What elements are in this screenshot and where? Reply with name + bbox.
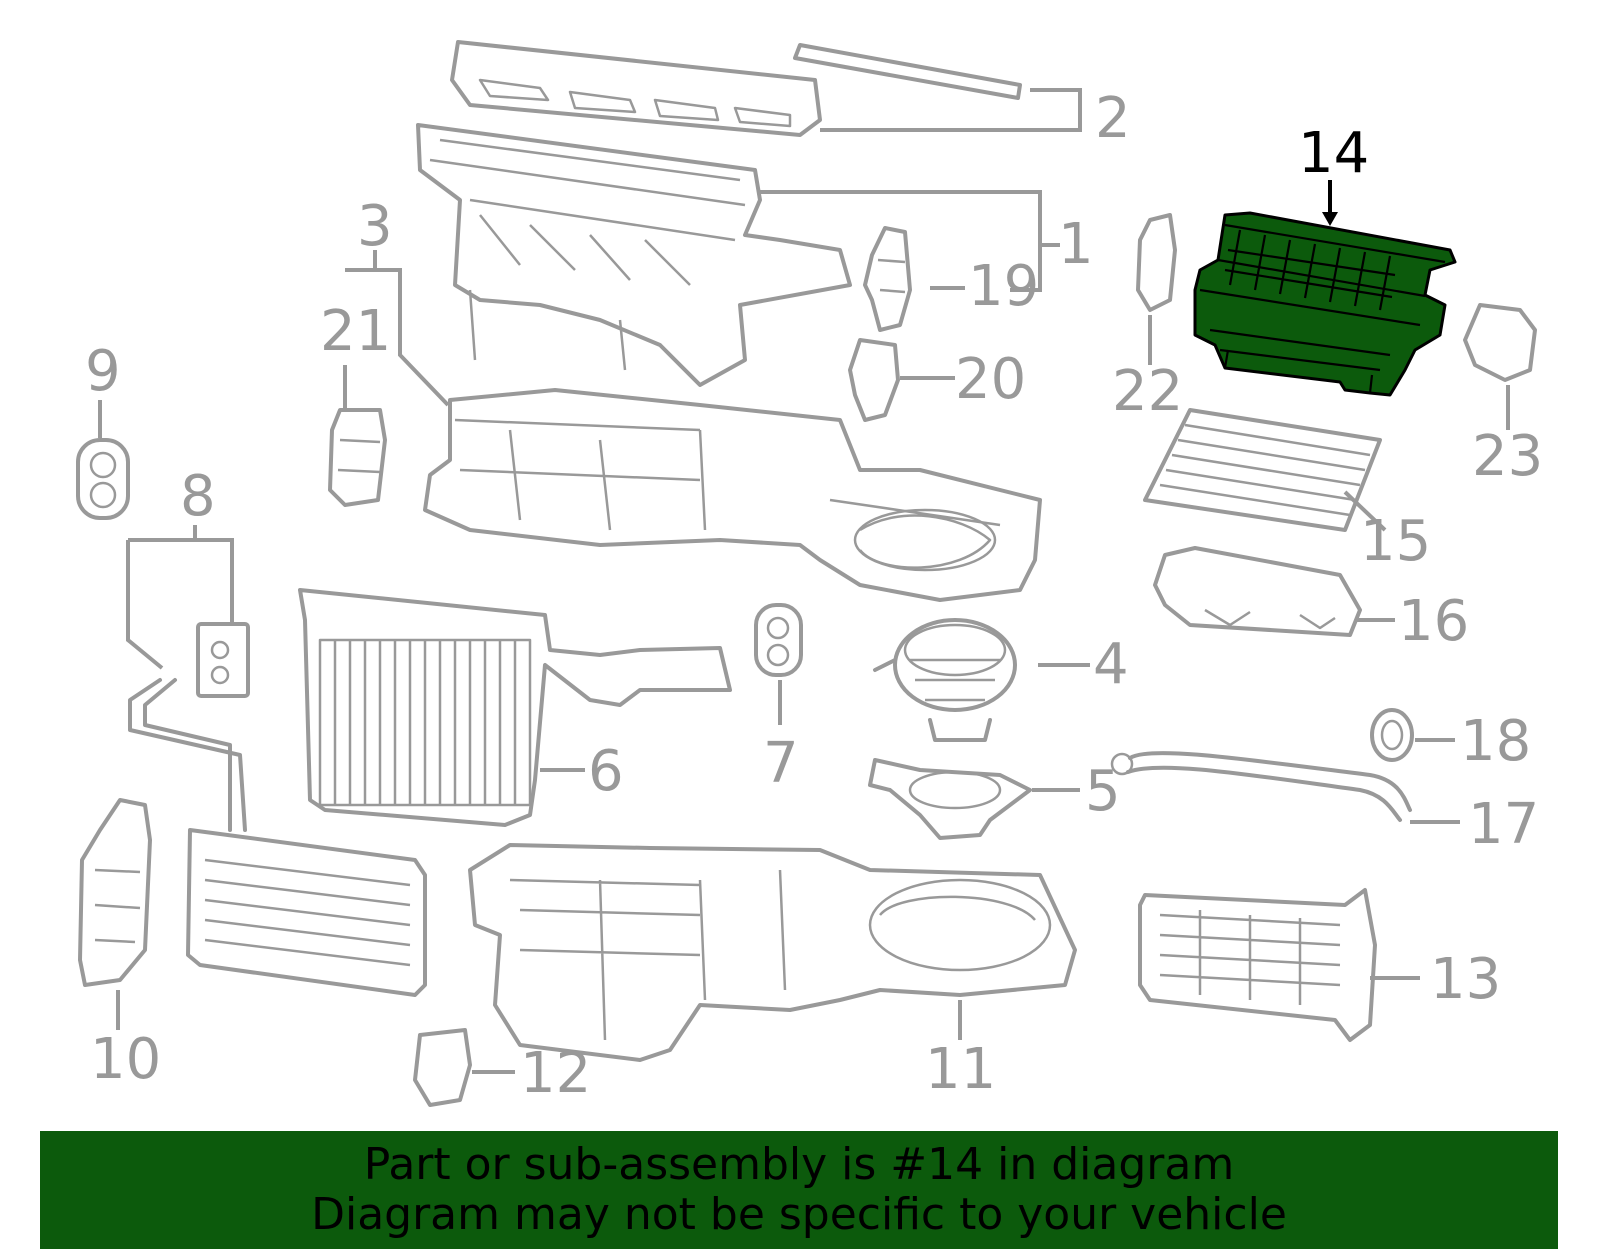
callout-22: 22 <box>1112 359 1183 424</box>
callout-8: 8 <box>180 464 216 529</box>
callout-11: 11 <box>925 1037 996 1102</box>
callout-7: 7 <box>763 731 799 796</box>
part-20-actuator <box>848 338 900 422</box>
callout-16: 16 <box>1398 589 1469 654</box>
part-10-bracket <box>78 798 152 987</box>
part-1-upper-housing <box>416 123 852 387</box>
info-banner: Part or sub-assembly is #14 in diagram D… <box>40 1131 1558 1249</box>
part-9-grommet <box>76 438 130 520</box>
callout-3: 3 <box>357 194 393 259</box>
part-13-ptc-heater <box>1138 888 1377 1042</box>
part-4-blower-motor <box>873 618 1017 742</box>
part-12-resistor <box>413 1028 472 1107</box>
part-8-seal <box>128 622 250 832</box>
part-6-evaporator <box>298 588 732 827</box>
banner-line-1: Part or sub-assembly is #14 in diagram <box>363 1139 1235 1190</box>
leader-lines <box>98 88 1510 1074</box>
callout-9: 9 <box>85 339 121 404</box>
callout-labels: 1 2 3 4 5 6 7 8 9 10 11 12 13 14 15 16 1… <box>85 86 1543 1106</box>
callout-13: 13 <box>1430 947 1501 1012</box>
part-17-drain-hose <box>1110 751 1412 822</box>
part-5-blower-housing <box>868 758 1032 840</box>
callout-21: 21 <box>320 299 391 364</box>
callout-18: 18 <box>1460 709 1531 774</box>
part-18-grommet <box>1370 708 1414 762</box>
banner-line-2: Diagram may not be specific to your vehi… <box>311 1189 1287 1240</box>
callout-5: 5 <box>1085 759 1121 824</box>
callout-1: 1 <box>1058 212 1094 277</box>
callout-19: 19 <box>968 254 1039 319</box>
part-21-actuator <box>328 408 387 507</box>
part-19-actuator <box>863 226 912 332</box>
callout-12: 12 <box>520 1041 591 1106</box>
part-14-intake-housing <box>1193 211 1457 397</box>
part-7-grommet <box>754 603 803 677</box>
callout-2: 2 <box>1095 86 1131 151</box>
callout-6: 6 <box>588 739 624 804</box>
callout-23: 23 <box>1472 424 1543 489</box>
callout-15: 15 <box>1360 509 1431 574</box>
callout-4: 4 <box>1093 632 1129 697</box>
part-11-base-housing <box>468 843 1077 1062</box>
part-3-lower-housing <box>423 388 1042 602</box>
part-2-duct-cover <box>450 40 1022 137</box>
part-15-cabin-filter <box>1143 408 1382 532</box>
part-22-actuator <box>1136 213 1177 312</box>
part-heater-core <box>186 828 427 997</box>
callout-10: 10 <box>90 1027 161 1092</box>
callout-14: 14 <box>1298 121 1369 186</box>
part-16-filter-door <box>1153 546 1362 637</box>
callout-20: 20 <box>955 347 1026 412</box>
part-23-actuator <box>1463 303 1537 382</box>
callout-17: 17 <box>1468 792 1539 857</box>
